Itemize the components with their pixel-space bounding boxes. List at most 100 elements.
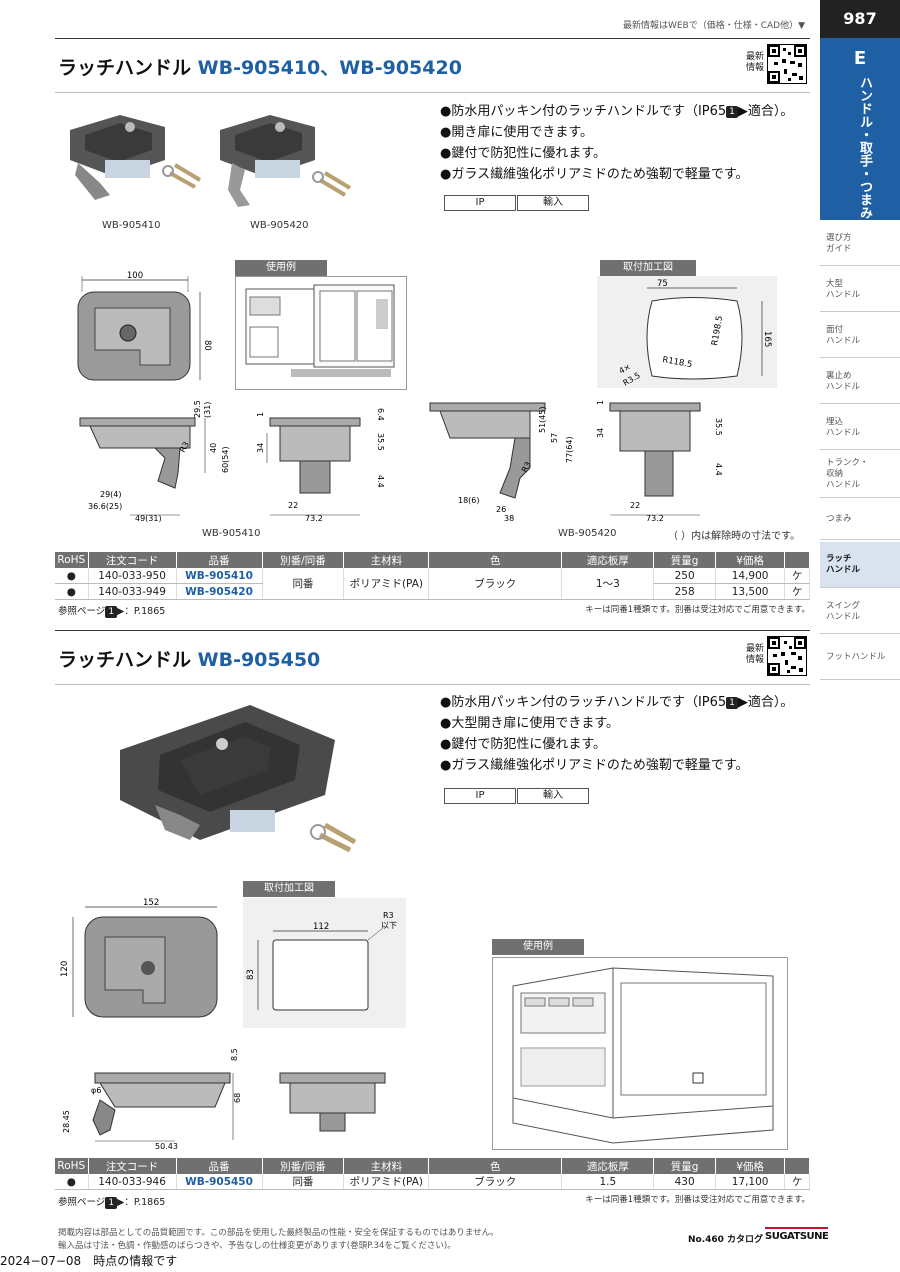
sidebar-item-knob[interactable]: つまみ: [820, 500, 900, 540]
cell-part-link[interactable]: WB-905420: [176, 583, 263, 600]
title-underline: [55, 92, 810, 93]
side-view-905410-b: 1 6.4 34 35.5 4.4 22 73.2: [256, 408, 385, 523]
col-price: ¥価格: [715, 1158, 786, 1174]
dim-label: 83: [246, 969, 256, 980]
dim-label: 38: [504, 514, 514, 523]
section2-rule: [55, 630, 810, 631]
sidebar-item-guide[interactable]: 選び方 ガイド: [820, 222, 900, 266]
dim-label: (31): [203, 402, 212, 418]
sidebar-item-label: ラッチ ハンドル: [826, 553, 861, 575]
title-prefix: ラッチハンドル: [58, 649, 198, 671]
sidebar-item-foot-handle[interactable]: フットハンドル: [820, 636, 900, 680]
tag-ip[interactable]: IP: [444, 195, 516, 211]
cell-part-link[interactable]: WB-905450: [176, 1174, 263, 1190]
dim-label: 165: [762, 331, 772, 347]
dim-label: 4.4: [714, 463, 723, 476]
sidebar-item-label: 大型 ハンドル: [826, 278, 861, 300]
spec-table-section2: RoHS 注文コード 品番 別番/同番 主材料 色 適応板厚 質量g ¥価格 ●…: [55, 1158, 810, 1190]
dim-label: 112: [313, 922, 329, 932]
dim-label: 29(4): [100, 490, 122, 499]
feature-item: ●ガラス繊維強化ポリアミドのため強靭で軽量です。: [440, 167, 749, 182]
handle-photo-905410: [70, 115, 202, 200]
cell-mass: 258: [653, 583, 716, 600]
cell-material: ポリアミド(PA): [343, 568, 430, 600]
page-number: 987: [820, 0, 900, 38]
dim-label: 75: [657, 279, 668, 289]
sidebar-item-surface-handle[interactable]: 面付 ハンドル: [820, 314, 900, 358]
cell-material: ポリアミド(PA): [343, 1174, 430, 1190]
category-name: ハンドル・取手・つまみ: [857, 76, 872, 219]
header-rule: [55, 38, 810, 39]
cell-price: 17,100: [715, 1174, 786, 1190]
dim-label: R3: [383, 911, 394, 920]
footer-disclaimer: 掲載内容は部品としての品質範囲です。この部品を使用した最終製品の性能・安全を保証…: [58, 1227, 499, 1253]
sidebar-item-large-handle[interactable]: 大型 ハンドル: [820, 268, 900, 312]
table-row[interactable]: ● 140-033-949 WB-905420 258 13,500 ケ: [55, 583, 810, 600]
photo-caption-905420: WB-905420: [250, 220, 309, 231]
sidebar-item-trunk-handle[interactable]: トランク・ 収納 ハンドル: [820, 452, 900, 498]
usage-example-illustration: [512, 967, 774, 1144]
dim-label: 51(45): [538, 406, 547, 433]
feature-item: ●開き扉に使用できます。: [440, 125, 594, 140]
cell-unit: ケ: [784, 568, 810, 584]
handle-photo-905420: [220, 115, 352, 207]
web-info-note[interactable]: 最新情報はWEBで（価格・仕様・CAD他）▼: [622, 21, 805, 31]
dim-label: 6.4: [376, 408, 385, 421]
dim-label: 35.5: [376, 433, 385, 451]
cell-color: ブラック: [428, 1174, 563, 1190]
col-color: 色: [428, 552, 563, 568]
usage-example-frame: [235, 276, 407, 390]
dim-label: 18(6): [458, 496, 480, 505]
table-row[interactable]: ● 140-033-946 WB-905450 同番 ポリアミド(PA) ブラッ…: [55, 1174, 810, 1190]
side-drawings-905410-905420: 29.5 (31) R3 40 60(54) 29(4) 36.6(25) 49…: [79, 400, 723, 523]
dim-label: 26: [496, 505, 506, 514]
drawing-caption-905410: WB-905410: [202, 528, 261, 539]
sidebar-item-back-mount-handle[interactable]: 裏止め ハンドル: [820, 360, 900, 404]
dim-label: 57: [550, 433, 559, 443]
usage-example-frame: [492, 957, 788, 1150]
cell-unit: ケ: [784, 1174, 810, 1190]
cutout-label: 取付加工図: [243, 881, 335, 897]
col-color: 色: [428, 1158, 563, 1174]
sidebar-item-recessed-handle[interactable]: 埋込 ハンドル: [820, 406, 900, 450]
usage-label: 使用例: [235, 260, 327, 276]
col-order-code: 注文コード: [88, 552, 177, 568]
title-codes: WB-905450: [197, 649, 321, 671]
qr-label: 最新 情報: [745, 52, 764, 73]
cell-part-link[interactable]: WB-905410: [176, 568, 263, 584]
tag-ip[interactable]: IP: [444, 788, 516, 804]
tag-import[interactable]: 輸入: [517, 195, 589, 211]
cutout-label: 取付加工図: [600, 260, 696, 276]
dim-label: 35.5: [714, 418, 723, 436]
table-row[interactable]: ● 140-033-950 WB-905410 同番 ポリアミド(PA) ブラッ…: [55, 568, 810, 600]
reference-badge: 1: [105, 1196, 118, 1209]
tag-import[interactable]: 輸入: [517, 788, 589, 804]
qr-code[interactable]: [767, 44, 807, 84]
col-price: ¥価格: [715, 552, 786, 568]
sidebar-item-latch-handle[interactable]: ラッチ ハンドル: [820, 542, 900, 588]
reference-badge: 1: [726, 696, 738, 709]
dim-label: 40: [209, 443, 218, 453]
dim-label: 73.2: [305, 514, 323, 523]
dim-label: 50.43: [155, 1142, 178, 1151]
sidebar-item-swing-handle[interactable]: スイング ハンドル: [820, 590, 900, 634]
side-view-905420-b: 1 34 35.5 4.4 22 73.2: [596, 400, 723, 523]
reference-badge: 1: [726, 105, 738, 118]
cutout-drawing-905450: 112 83 R3 以下: [243, 898, 406, 1028]
sidebar-item-label: 選び方 ガイド: [826, 232, 852, 254]
side-drawings-905450: φ6 8.5 68 28.45 50.43: [62, 1048, 386, 1151]
dim-label: 1: [256, 412, 265, 417]
cell-mass: 430: [653, 1174, 716, 1190]
dim-label: 22: [630, 501, 640, 510]
qr-code[interactable]: [767, 636, 807, 676]
col-same-diff: 別番/同番: [262, 1158, 345, 1174]
cell-unit: ケ: [784, 583, 810, 600]
col-part-number: 品番: [176, 1158, 263, 1174]
dim-label: 29.5: [193, 400, 202, 418]
category-tab[interactable]: E ハンドル・取手・つまみ: [820, 38, 900, 220]
